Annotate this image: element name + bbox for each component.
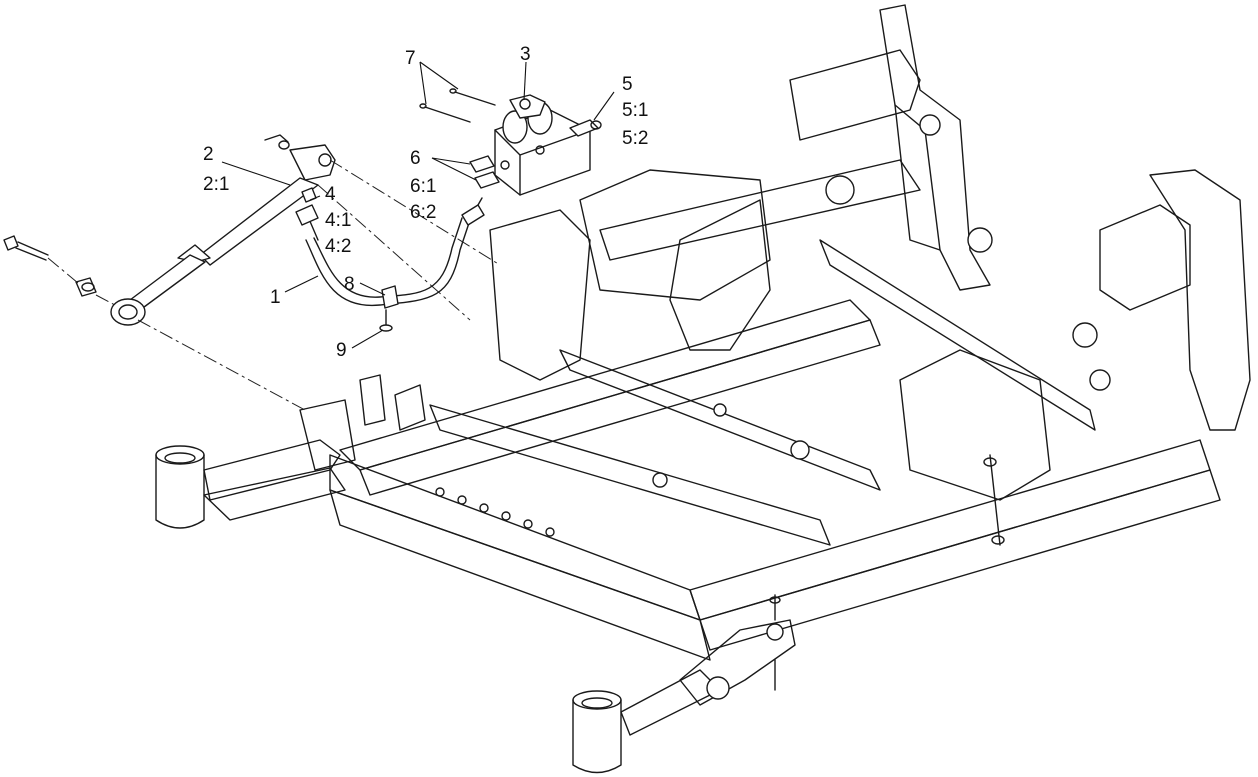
callout-5-1: 5:1 (622, 100, 648, 121)
callout-6: 6 (410, 148, 421, 169)
hydraulic-cylinder (3, 134, 336, 326)
fittings-6 (469, 155, 500, 189)
callout-1: 1 (270, 287, 281, 308)
callout-2-1: 2:1 (203, 174, 229, 195)
main-frame (155, 4, 1251, 774)
callout-7: 7 (405, 48, 416, 69)
solenoid-valve (494, 94, 591, 196)
callout-8: 8 (344, 274, 355, 295)
callout-6-1: 6:1 (410, 176, 436, 197)
assembly-phantom-lines (47, 159, 501, 411)
callout-5: 5 (622, 74, 633, 95)
callout-labels: 2 2:1 3 7 5 5:1 5:2 6 6:1 6:2 4 4:1 4:2 … (203, 44, 648, 361)
callout-6-2: 6:2 (410, 202, 436, 223)
callout-4: 4 (325, 184, 336, 205)
callout-4-2: 4:2 (325, 236, 351, 257)
callout-4-1: 4:1 (325, 210, 351, 231)
callout-9: 9 (336, 340, 347, 361)
fitting-5 (569, 119, 602, 137)
left-caster-tube (155, 445, 205, 529)
hydraulic-hose (295, 187, 485, 332)
mounting-pins (419, 88, 496, 123)
callout-3: 3 (520, 44, 531, 65)
right-caster-tube (572, 690, 622, 774)
callout-5-2: 5:2 (622, 128, 648, 149)
leader-lines (221, 61, 615, 349)
callout-2: 2 (203, 144, 214, 165)
